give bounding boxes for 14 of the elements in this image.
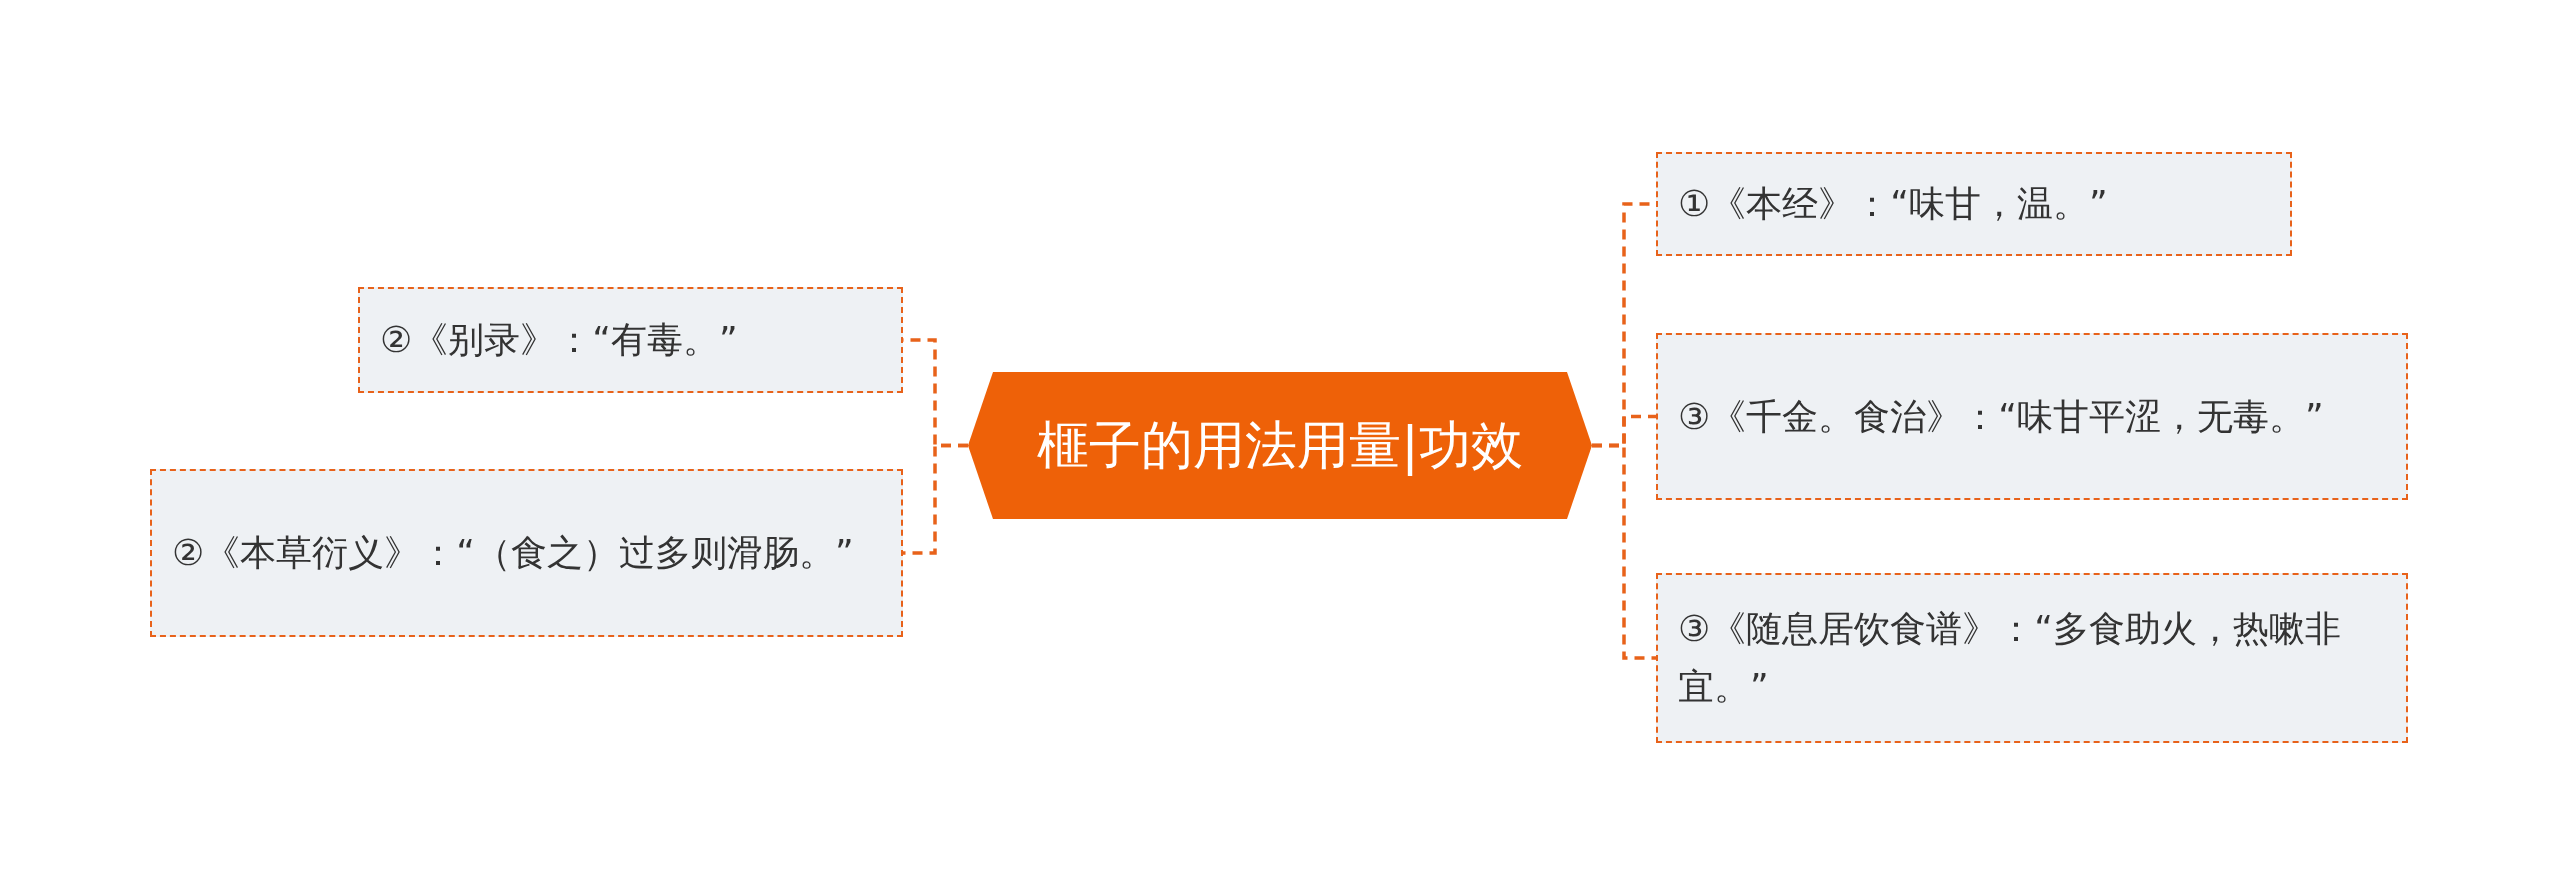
note-box (150, 469, 903, 637)
note-text: ②《别录》：“有毒。” (380, 318, 738, 363)
topic-hexagon (968, 372, 1592, 519)
note-box (1656, 573, 2408, 743)
note-box (358, 287, 903, 393)
connector-line (903, 443, 968, 555)
note-text: ②《本草衍义》：“（食之）过多则滑肠。” (172, 531, 854, 576)
topic-title: 榧子的用法用量|功效 (1037, 413, 1523, 478)
note-box (1656, 333, 2408, 500)
connector-line (1592, 443, 1656, 660)
note-box (1656, 152, 2292, 256)
note-text: ①《本经》：“味甘，温。” (1678, 182, 2108, 227)
note-text: ③《千金。食治》：“味甘平涩，无毒。” (1678, 394, 2324, 439)
note-text: ③《随息居饮食谱》：“多食助火，热嗽非宜。” (1678, 607, 2342, 709)
